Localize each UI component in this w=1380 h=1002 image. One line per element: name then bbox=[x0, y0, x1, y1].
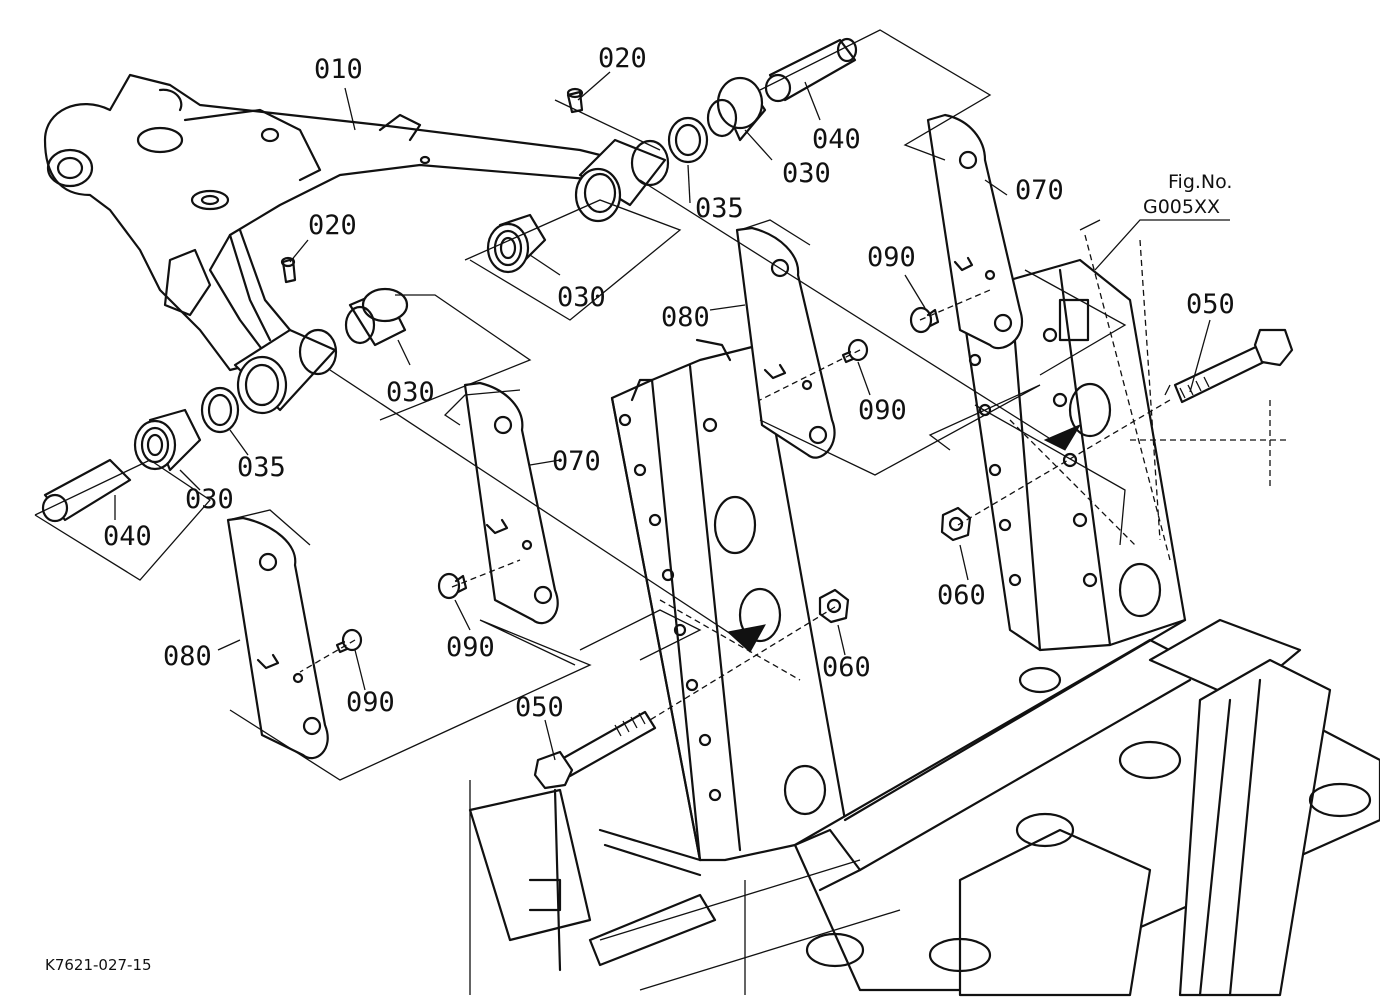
strap-070-left bbox=[463, 381, 559, 625]
nut-060-left bbox=[818, 588, 850, 624]
figure-label: Fig.No. bbox=[1168, 171, 1232, 193]
callout-030-left-lower: 030 bbox=[185, 484, 234, 515]
lift-arm-010 bbox=[43, 73, 602, 372]
figure-number: G005XX bbox=[1143, 196, 1220, 218]
strap-080-right bbox=[735, 226, 836, 459]
nut-060-right bbox=[940, 506, 972, 542]
callout-010: 010 bbox=[314, 54, 363, 85]
frame-assembly bbox=[468, 234, 1380, 997]
callout-090-upper-right: 090 bbox=[867, 242, 916, 273]
bolt-050-left bbox=[533, 710, 657, 790]
lower-left-bushing-group bbox=[41, 256, 409, 523]
callout-030-middle: 030 bbox=[557, 282, 606, 313]
callout-080-right: 080 bbox=[661, 302, 710, 333]
callout-070-right: 070 bbox=[1015, 175, 1064, 206]
callout-060-left: 060 bbox=[822, 652, 871, 683]
callout-070-left: 070 bbox=[552, 446, 601, 477]
callout-labels: 010 020 020 030 030 030 030 035 035 040 … bbox=[45, 43, 1235, 974]
callout-090-left: 090 bbox=[446, 632, 495, 663]
upper-right-bushing-group bbox=[486, 37, 858, 274]
callout-020-upper: 020 bbox=[598, 43, 647, 74]
assembly-guide-lines bbox=[34, 29, 1171, 781]
callout-050-right: 050 bbox=[1186, 289, 1235, 320]
callout-035-right: 035 bbox=[695, 193, 744, 224]
callout-090-right: 090 bbox=[858, 395, 907, 426]
callout-030-upper-right: 030 bbox=[782, 158, 831, 189]
leader-lines bbox=[114, 71, 1230, 761]
callout-050-left: 050 bbox=[515, 692, 564, 723]
callout-035-left: 035 bbox=[237, 452, 286, 483]
strap-070-right bbox=[926, 113, 1024, 350]
strap-080-left bbox=[226, 516, 329, 760]
callout-040-right: 040 bbox=[812, 124, 861, 155]
callout-060-right: 060 bbox=[937, 580, 986, 611]
callout-020-lower: 020 bbox=[308, 210, 357, 241]
drawing-reference: K7621-027-15 bbox=[45, 956, 152, 974]
callout-030-left-upper: 030 bbox=[386, 377, 435, 408]
callout-040-left: 040 bbox=[103, 521, 152, 552]
callout-080-left: 080 bbox=[163, 641, 212, 672]
callout-090-lower-left: 090 bbox=[346, 687, 395, 718]
bolt-050-right bbox=[1173, 328, 1294, 404]
